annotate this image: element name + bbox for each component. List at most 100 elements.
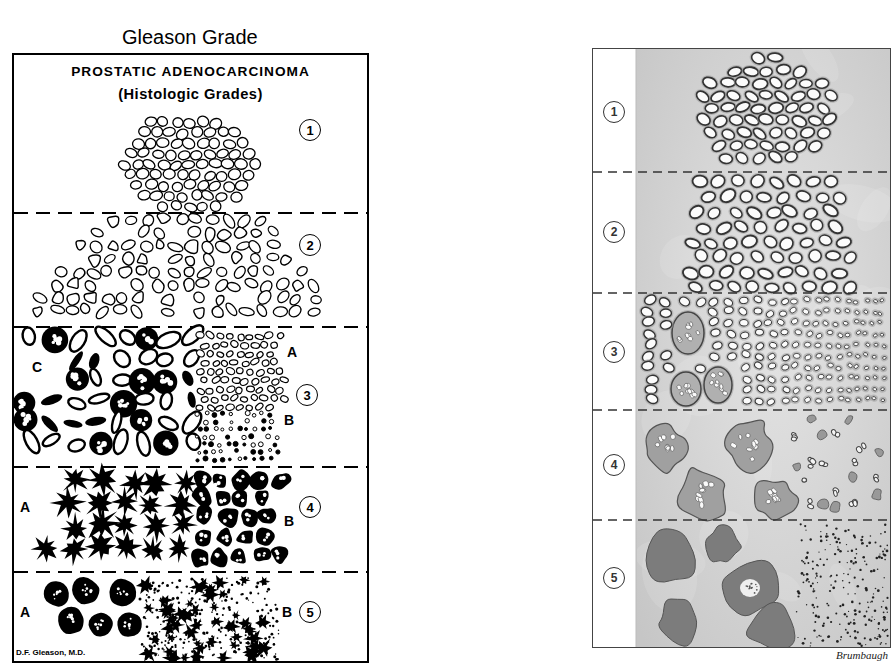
gland bbox=[92, 323, 118, 349]
tumor-cell bbox=[182, 657, 184, 659]
gland-halo bbox=[740, 395, 754, 407]
sheet-cells bbox=[207, 583, 219, 595]
tumor-cell bbox=[228, 589, 231, 592]
gland-halo bbox=[872, 341, 881, 349]
lumen bbox=[282, 477, 285, 480]
tumor-cell bbox=[216, 613, 218, 615]
grade-divider bbox=[14, 466, 367, 468]
gland bbox=[779, 311, 787, 317]
necrosis-dot bbox=[86, 587, 89, 590]
gland bbox=[742, 385, 752, 395]
fused-gland bbox=[807, 415, 816, 423]
tumor-cell bbox=[223, 607, 225, 609]
gland bbox=[99, 263, 114, 278]
gland bbox=[152, 226, 167, 241]
tumor-cell bbox=[176, 597, 179, 600]
tumor-cell bbox=[847, 551, 849, 553]
tumor-cell bbox=[256, 582, 259, 585]
gland bbox=[767, 352, 776, 361]
tumor-cell bbox=[868, 619, 870, 621]
gland bbox=[135, 430, 153, 457]
tumor-cell bbox=[812, 604, 815, 607]
gland bbox=[717, 263, 735, 280]
tumor-cell bbox=[810, 645, 811, 646]
fused-gland bbox=[141, 536, 163, 561]
necrosis-dot bbox=[94, 623, 97, 626]
tumor-cell bbox=[219, 641, 222, 644]
grade-divider bbox=[593, 409, 890, 410]
gland bbox=[844, 345, 849, 349]
lumen bbox=[201, 497, 205, 501]
gland-halo bbox=[862, 339, 873, 349]
gland-halo bbox=[737, 317, 750, 328]
gland bbox=[201, 360, 210, 366]
small-gland bbox=[242, 435, 246, 439]
small-gland bbox=[203, 436, 207, 440]
gland-halo bbox=[870, 372, 880, 382]
gland bbox=[726, 329, 737, 340]
tumor-cell bbox=[255, 632, 257, 634]
gland-halo bbox=[777, 337, 792, 351]
tumor-cell bbox=[217, 579, 220, 582]
tumor-cell bbox=[878, 622, 880, 624]
lumen bbox=[709, 380, 715, 386]
gland bbox=[216, 332, 224, 339]
gland-halo bbox=[748, 148, 770, 169]
gland bbox=[815, 297, 822, 303]
lumen bbox=[75, 376, 79, 380]
tumor-cell bbox=[149, 645, 151, 647]
gland bbox=[743, 397, 752, 404]
gland bbox=[660, 309, 671, 317]
tumor-cell bbox=[149, 637, 152, 640]
gland bbox=[660, 320, 673, 330]
gland-halo bbox=[737, 359, 753, 375]
tumor-cell bbox=[875, 588, 877, 590]
tumor-cell bbox=[252, 645, 255, 648]
tumor-cell bbox=[834, 553, 836, 555]
gland-halo bbox=[754, 189, 774, 205]
tumor-cell bbox=[202, 657, 204, 659]
tumor-cell bbox=[233, 650, 236, 653]
necrosis-dot bbox=[120, 593, 122, 595]
tumor-cell bbox=[198, 647, 200, 649]
gland bbox=[154, 329, 183, 352]
tumor-cell bbox=[884, 577, 885, 578]
necrosis-dot bbox=[53, 594, 55, 596]
gland-halo bbox=[834, 372, 846, 384]
small-gland bbox=[269, 426, 272, 429]
gland-halo bbox=[840, 318, 851, 328]
tumor-cell bbox=[887, 629, 889, 631]
tumor-cell bbox=[211, 644, 214, 647]
gland bbox=[145, 178, 159, 190]
lumen bbox=[77, 381, 81, 385]
gland-halo bbox=[723, 326, 740, 342]
grade-circle: 4 bbox=[603, 454, 625, 476]
fused-gland bbox=[793, 463, 801, 471]
tumor-cell bbox=[146, 601, 148, 603]
gland bbox=[84, 293, 96, 304]
tumor-cell bbox=[797, 595, 799, 597]
sheet-cells bbox=[209, 603, 220, 613]
tumor-cell bbox=[157, 643, 158, 644]
lumen bbox=[260, 476, 264, 480]
tumor-cell bbox=[834, 537, 836, 539]
gland-halo bbox=[879, 396, 887, 404]
gland-halo bbox=[657, 317, 674, 332]
gland-halo bbox=[765, 50, 785, 64]
gland bbox=[768, 299, 776, 306]
fused-gland bbox=[138, 495, 162, 515]
tumor-cell bbox=[192, 586, 195, 589]
tumor-cell bbox=[165, 640, 167, 642]
tumor-cell bbox=[149, 587, 152, 590]
gland-halo bbox=[852, 373, 862, 382]
tumor-cell bbox=[222, 614, 224, 616]
gland bbox=[767, 53, 783, 63]
gland bbox=[729, 251, 745, 266]
tumor-cell bbox=[158, 585, 161, 588]
small-gland bbox=[203, 442, 206, 445]
gland bbox=[225, 366, 236, 376]
gland bbox=[791, 341, 799, 349]
lumen bbox=[717, 371, 724, 377]
gland bbox=[826, 251, 841, 260]
lumen bbox=[222, 536, 225, 539]
